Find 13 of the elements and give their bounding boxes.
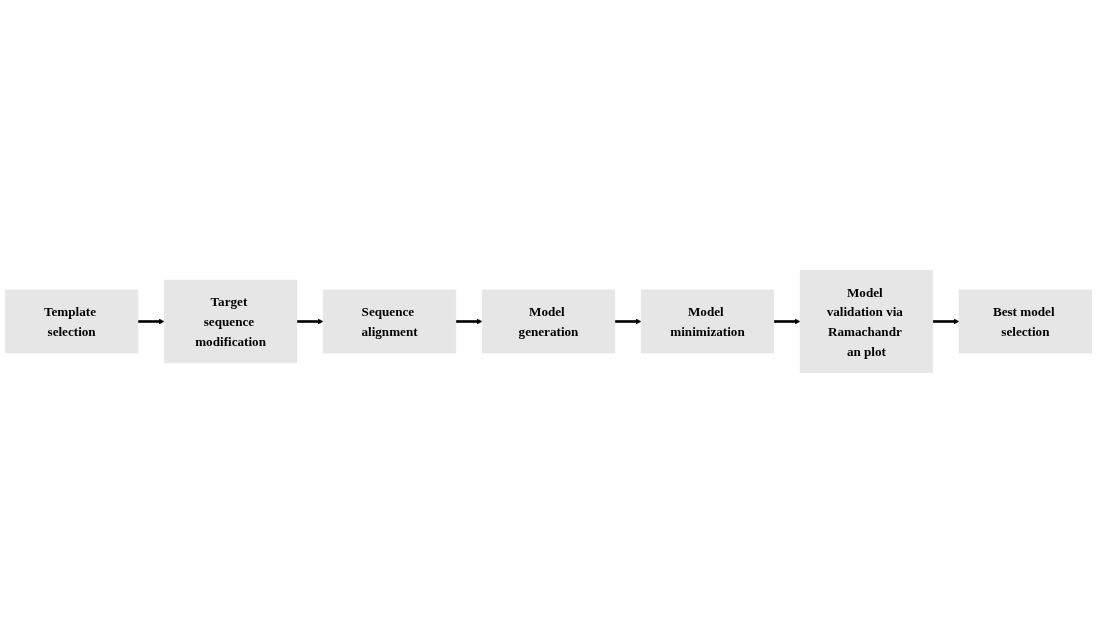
- node-box: Template selection: [4, 289, 139, 353]
- arrow: [773, 318, 801, 324]
- arrow: [614, 318, 642, 324]
- node-box: Model generation: [481, 289, 616, 353]
- node-box: Model validation via Ramachandr an plot: [799, 269, 934, 373]
- node-box: Best model selection: [958, 289, 1093, 353]
- node-box: Model minimization: [640, 289, 775, 353]
- arrow: [137, 318, 165, 324]
- arrow: [296, 318, 324, 324]
- arrow: [455, 318, 483, 324]
- node-box: Target sequence modification: [163, 279, 298, 363]
- arrow: [932, 318, 960, 324]
- node-box: Sequence alignment: [322, 289, 457, 353]
